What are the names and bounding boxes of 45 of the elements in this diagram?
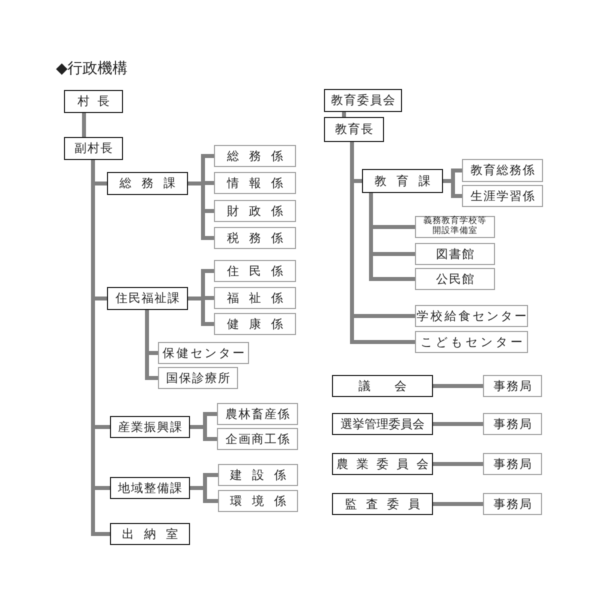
section-box: 義務教育学校等開設準備室 (415, 216, 495, 238)
section-box: 住民係 (214, 260, 296, 282)
department-box: 地域整備課 (110, 477, 190, 499)
connector-line (433, 422, 483, 426)
diagram-title: ◆行政機構 (56, 59, 128, 78)
section-box: 保健センター (158, 342, 249, 364)
section-box: 企画商工係 (217, 428, 298, 450)
section-box: 財政係 (214, 200, 296, 222)
section-box: 健康係 (214, 313, 296, 335)
department-box: 村長 (64, 90, 123, 113)
connector-line (433, 384, 483, 388)
section-box: 公民館 (415, 268, 495, 290)
section-box: 総務係 (214, 145, 296, 167)
department-box: 教育長 (324, 117, 384, 142)
connector-line (433, 462, 483, 466)
section-box: 教育総務係 (462, 159, 543, 182)
section-box: 建設係 (218, 464, 298, 486)
department-box: 教育委員会 (324, 89, 402, 112)
section-box: 生涯学習係 (462, 185, 543, 207)
section-box: 学校給食センター (415, 305, 528, 327)
department-box: 産業振興課 (110, 416, 190, 438)
section-box: 情報係 (214, 172, 296, 194)
section-box: 税務係 (214, 227, 296, 249)
section-box: 図書館 (415, 243, 495, 265)
section-box: 事務局 (483, 375, 542, 397)
section-box: 農林畜産係 (217, 403, 298, 425)
department-box: 監査委員 (332, 493, 433, 515)
department-box: 農業委員会 (332, 453, 433, 475)
department-box: 教育課 (362, 169, 443, 193)
connector-line (82, 113, 86, 137)
department-box: 総務課 (107, 172, 188, 195)
department-box: 議会 (332, 375, 433, 397)
section-box: 環境係 (218, 490, 298, 512)
section-box: 国保診療所 (158, 367, 238, 389)
section-box: 福祉係 (214, 287, 296, 309)
section-box: 事務局 (483, 493, 542, 515)
section-box: こどもセンター (415, 331, 528, 353)
department-box: 出納室 (110, 523, 190, 545)
department-box: 住民福祉課 (107, 287, 188, 310)
section-box: 事務局 (483, 453, 542, 475)
connector-line (433, 502, 483, 506)
connector-line (342, 112, 346, 117)
section-box: 事務局 (483, 413, 542, 435)
department-box: 選挙管理委員会 (332, 413, 433, 435)
department-box: 副村長 (64, 137, 123, 160)
